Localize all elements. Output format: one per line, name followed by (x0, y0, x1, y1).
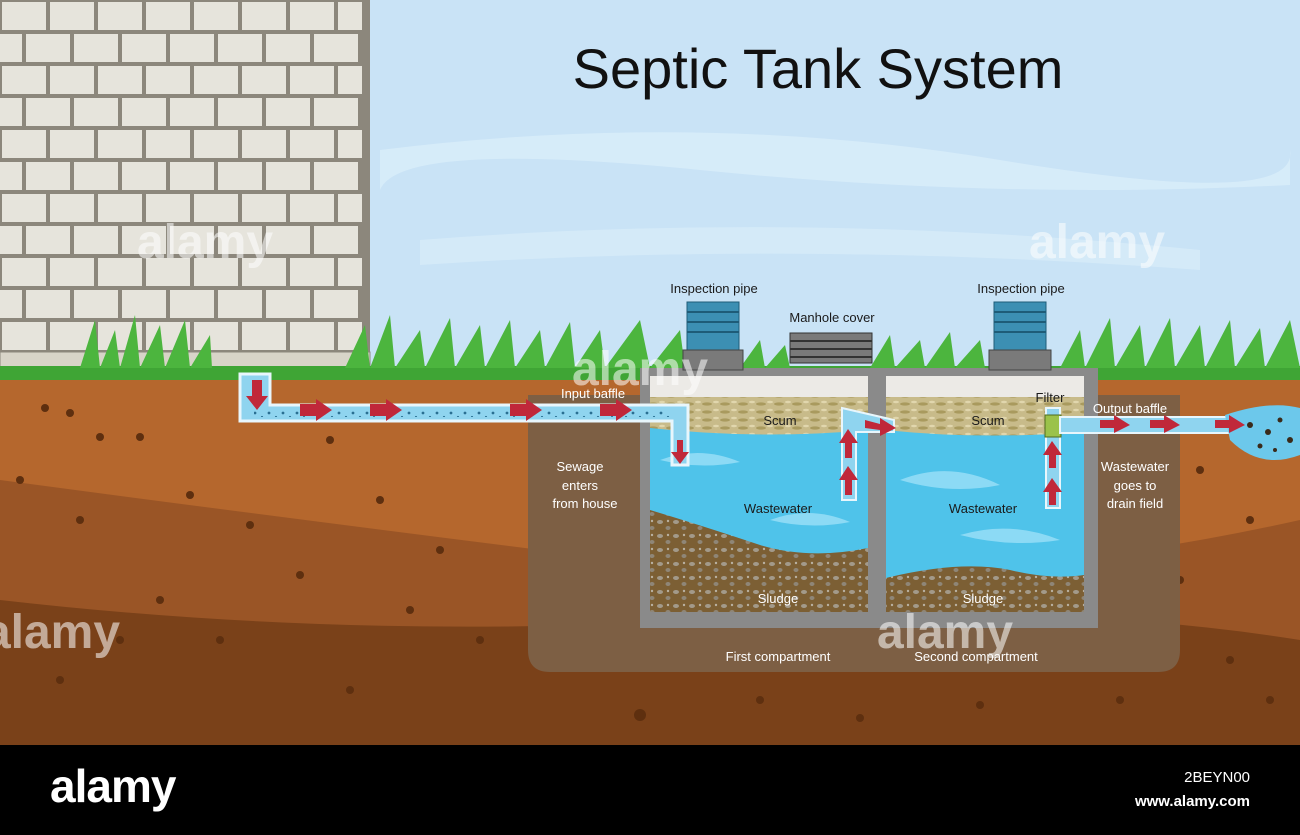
watermark: alamy (1029, 216, 1165, 269)
label-sludge-second: Sludge (963, 591, 1003, 606)
cloud-band (380, 132, 1291, 190)
label-second-compartment: Second compartment (914, 649, 1038, 664)
tank-roof (640, 368, 1098, 376)
label-output-baffle: Output baffle (1093, 401, 1167, 416)
watermark: alamy (0, 606, 120, 659)
first-compartment-airspace (650, 372, 868, 397)
scum-layer-first (650, 397, 868, 435)
footer-logo: alamy (50, 760, 176, 812)
grass-tufts (80, 315, 1300, 368)
inspection-pipe-right (988, 301, 1052, 371)
label-drain-field-3: drain field (1107, 496, 1163, 511)
label-drain-field-2: goes to (1114, 478, 1157, 493)
label-sludge-first: Sludge (758, 591, 798, 606)
label-wastewater-second: Wastewater (949, 501, 1018, 516)
cloud-band (420, 227, 1200, 270)
label-sewage-enters-3: from house (552, 496, 617, 511)
manhole-cover (789, 332, 873, 364)
septic-tank-diagram: Septic Tank System (0, 0, 1300, 745)
diagram-title: Septic Tank System (573, 37, 1064, 100)
label-inspection-pipe-right: Inspection pipe (977, 281, 1064, 296)
label-drain-field-1: Wastewater (1101, 459, 1170, 474)
label-inspection-pipe-left: Inspection pipe (670, 281, 757, 296)
watermark: alamy (137, 216, 273, 269)
drain-field-pebbles (1247, 417, 1293, 452)
label-input-baffle: Input baffle (561, 386, 625, 401)
inlet-pipe-sediment (254, 410, 672, 417)
footer-bar: alamy 2BEYN00 www.alamy.com (0, 745, 1300, 835)
label-scum-second: Scum (971, 413, 1004, 428)
sludge-layer-first (650, 510, 868, 612)
watermark: alamy (572, 343, 708, 396)
label-manhole-cover: Manhole cover (789, 310, 875, 325)
second-compartment-airspace (886, 372, 1084, 397)
house-wall-edge (362, 0, 370, 352)
compartment-divider (868, 372, 886, 628)
footer-image-id: 2BEYN00 (1184, 769, 1250, 786)
flow-arrows (246, 380, 1245, 505)
label-sewage-enters-2: enters (562, 478, 599, 493)
label-sewage-enters-1: Sewage (557, 459, 604, 474)
scum-layer-second (886, 397, 1084, 436)
footer-url: www.alamy.com (1134, 793, 1250, 810)
label-filter: Filter (1036, 390, 1066, 405)
label-wastewater-first: Wastewater (744, 501, 813, 516)
label-scum-first: Scum (763, 413, 796, 428)
sludge-layer-second (886, 566, 1084, 612)
inspection-pipe-left (682, 301, 744, 371)
watermark: alamy (877, 606, 1013, 659)
label-first-compartment: First compartment (726, 649, 831, 664)
water-highlights (660, 452, 1060, 544)
filter (1044, 414, 1062, 438)
inlet-pipe (238, 372, 690, 467)
house-brick-wall (0, 0, 362, 352)
